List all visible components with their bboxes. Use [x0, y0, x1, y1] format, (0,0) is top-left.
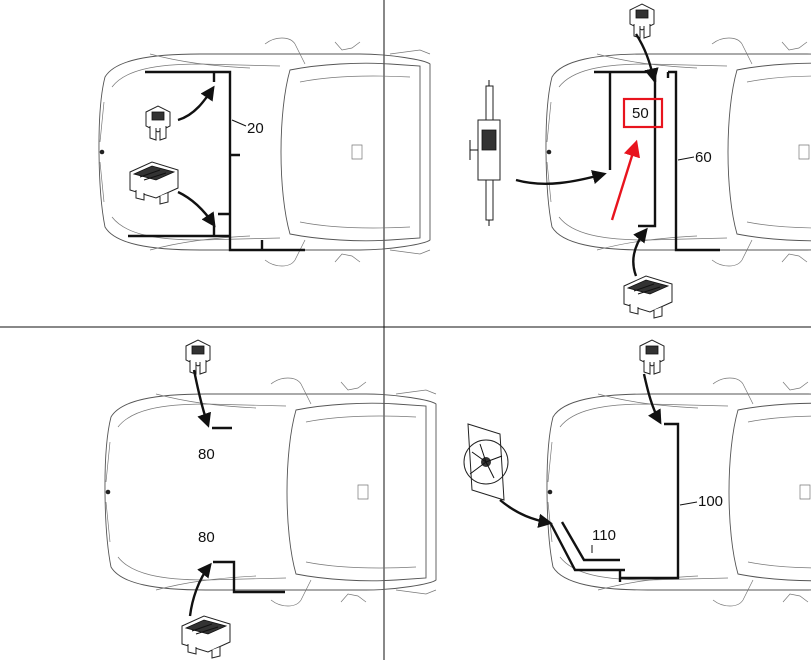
fuse-box-icon: [181, 615, 231, 659]
fuse-box-icon: [623, 275, 673, 319]
harness-20: [145, 70, 305, 252]
relay-connector-icon: [629, 3, 655, 39]
harness-80-bottom: [213, 560, 285, 594]
arrow-fusebox-to-harness: [177, 190, 216, 228]
steering-rack-icon: [469, 80, 501, 226]
fuse-box-icon: [129, 161, 179, 205]
callout-20: 20: [247, 120, 264, 137]
harness-110: [549, 521, 625, 582]
highlight-arrow: [610, 139, 641, 221]
relay-connector-icon: [185, 339, 211, 375]
car-outline: [545, 37, 811, 267]
arrow-relay-to-harness: [177, 85, 215, 122]
panel-1: 20: [98, 37, 431, 267]
callout-110: 110: [592, 527, 616, 544]
callout-60: 60: [695, 149, 712, 166]
relay-connector-icon: [639, 339, 665, 375]
highlight-box: [622, 97, 664, 129]
callout-50: 50: [632, 105, 649, 122]
callout-100: 100: [698, 493, 723, 510]
callout-80-top: 80: [198, 446, 215, 463]
cooling-fan-icon: [463, 423, 509, 501]
relay-connector-icon: [145, 105, 171, 141]
harness-60-outline: [666, 70, 720, 252]
panel-3: 80 80: [104, 339, 437, 659]
panel-4: 100 110: [463, 339, 811, 607]
harness-100: [620, 422, 680, 580]
panel-2: 50 60: [469, 3, 811, 319]
car-outline: [104, 377, 437, 607]
callout-80-bottom: 80: [198, 529, 215, 546]
